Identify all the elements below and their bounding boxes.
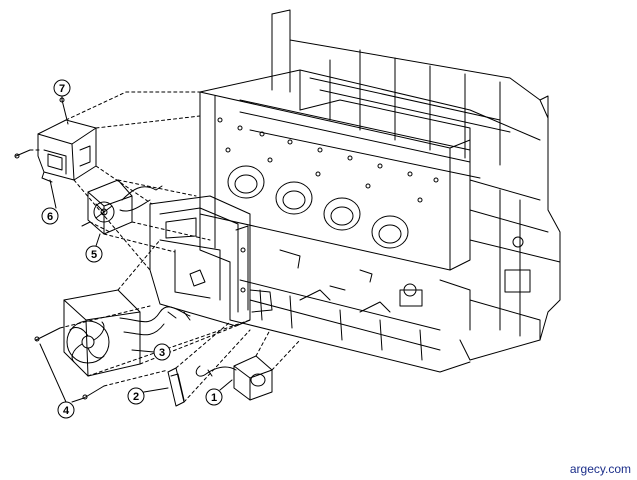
callout-6: 6 — [41, 207, 59, 225]
printer-frame — [199, 9, 561, 373]
part-6-screw — [14, 149, 31, 159]
callout-5-label: 5 — [91, 249, 97, 261]
assembly-lines — [29, 91, 301, 403]
callout-leaders — [39, 95, 233, 403]
callout-5: 5 — [85, 245, 103, 263]
part-6-duct-cover — [37, 119, 97, 183]
callout-2: 2 — [127, 387, 145, 405]
part-4-screws — [34, 327, 105, 400]
callout-3: 3 — [153, 343, 171, 361]
watermark: argecy.com — [569, 462, 631, 476]
callout-1-label: 1 — [211, 392, 217, 404]
callout-1: 1 — [205, 388, 223, 406]
callout-6-label: 6 — [47, 211, 53, 223]
callouts: 1 2 3 4 5 6 7 — [41, 79, 223, 419]
part-7-screw — [59, 97, 67, 117]
part-2-bracket — [167, 367, 185, 407]
callout-4-label: 4 — [63, 405, 70, 417]
callout-3-label: 3 — [159, 347, 165, 359]
callout-7-label: 7 — [59, 83, 65, 95]
callout-7: 7 — [53, 79, 71, 97]
callout-4: 4 — [57, 401, 75, 419]
fan-duct-bracket — [149, 195, 273, 327]
callout-2-label: 2 — [133, 391, 139, 403]
part-3-large-fan — [63, 289, 191, 377]
